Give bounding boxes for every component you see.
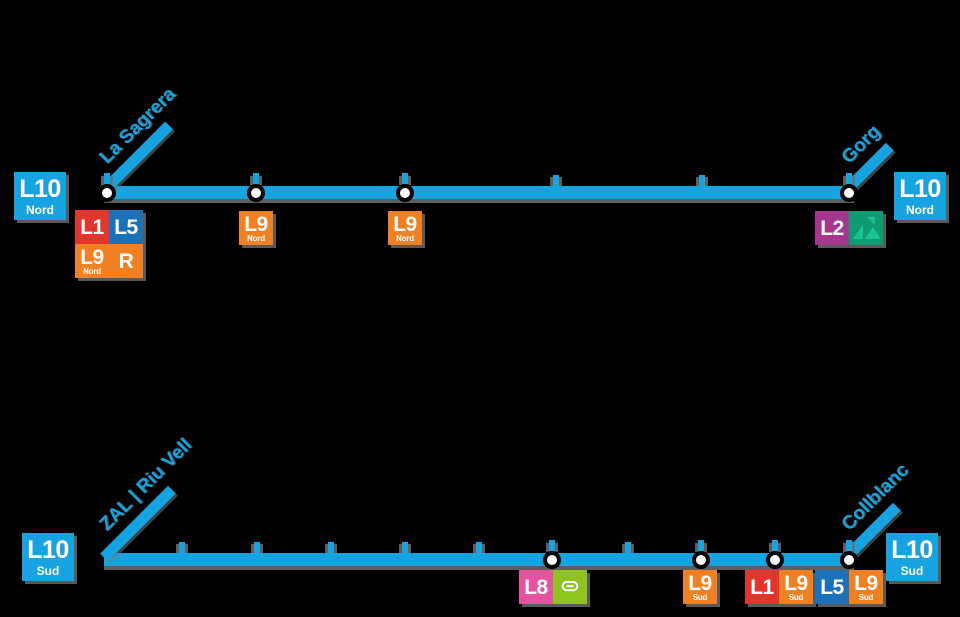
- interchange-station-gorg[interactable]: [840, 184, 858, 202]
- terminus-suffix: Nord: [906, 202, 934, 217]
- stop-stem: [549, 540, 555, 551]
- connection-chip-l2[interactable]: L2: [815, 211, 849, 245]
- minor-station-sud-4[interactable]: [402, 542, 408, 559]
- connection-chip-l9-sud[interactable]: L9 Sud: [779, 570, 813, 604]
- chip-suffix: Sud: [692, 592, 708, 602]
- connection-chip-l9-nord[interactable]: L9 Nord: [388, 211, 422, 245]
- interchange-station-la-sagrera[interactable]: [98, 184, 116, 202]
- interchange-station-sud-1[interactable]: [543, 551, 561, 569]
- connections-gorg: L2: [815, 211, 883, 245]
- chip-label: L9: [784, 571, 808, 595]
- connection-chip-l1[interactable]: L1: [75, 210, 109, 244]
- stop-stem: [698, 540, 704, 551]
- connection-chip-l9-nord[interactable]: L9 Nord: [239, 211, 273, 245]
- connection-chip-l1[interactable]: L1: [745, 570, 779, 604]
- interchange-station-sud-2[interactable]: [692, 551, 710, 569]
- terminus-suffix: Nord: [26, 202, 54, 217]
- connection-chip-l5[interactable]: L5: [109, 210, 143, 244]
- connections-nord-3: L9 Nord: [388, 211, 422, 245]
- minor-station-nord-1[interactable]: [553, 175, 559, 192]
- chip-label: L9: [80, 245, 104, 269]
- interchange-station-nord-2[interactable]: [247, 184, 265, 202]
- chip-suffix: Sud: [858, 592, 874, 602]
- chip-label: L1: [750, 575, 774, 599]
- terminus-badge-nord-left[interactable]: L10 Nord: [14, 172, 66, 220]
- terminus-number: L10: [27, 535, 69, 564]
- chip-suffix: Nord: [247, 233, 265, 243]
- terminus-suffix: Sud: [900, 563, 924, 578]
- chip-label: L5: [114, 215, 138, 239]
- terminus-suffix: Sud: [36, 563, 60, 578]
- track-shadow-sud: [104, 566, 854, 570]
- connections-collblanc: L5 L9 Sud: [815, 570, 883, 604]
- chip-label: L8: [524, 575, 548, 599]
- chip-suffix: Nord: [396, 233, 414, 243]
- chip-suffix: Nord: [83, 266, 101, 276]
- chip-label: L5: [820, 575, 844, 599]
- stop-stem: [104, 173, 110, 184]
- minor-station-nord-2[interactable]: [699, 175, 705, 192]
- connection-chip-fgc[interactable]: [553, 570, 587, 604]
- connection-chip-l9-sud[interactable]: L9 Sud: [683, 570, 717, 604]
- minor-station-sud-1[interactable]: [179, 542, 185, 559]
- minor-station-sud-5[interactable]: [476, 542, 482, 559]
- chip-label: L9: [854, 571, 878, 595]
- connections-la-sagrera: L1 L5 L9 Nord R: [75, 210, 143, 278]
- fgc-icon: [559, 576, 581, 598]
- tram-icon: [851, 213, 881, 243]
- stop-stem: [846, 173, 852, 184]
- chip-label: R: [118, 249, 134, 273]
- chip-label: L9: [393, 212, 417, 236]
- connections-nord-2: L9 Nord: [239, 211, 273, 245]
- connections-sud-3: L1 L9 Sud: [745, 570, 813, 604]
- connection-chip-l8[interactable]: L8: [519, 570, 553, 604]
- track-nord[interactable]: [104, 186, 854, 199]
- connections-sud-1: L8: [519, 570, 587, 604]
- terminus-number: L10: [899, 174, 941, 203]
- stop-stem: [253, 173, 259, 184]
- terminus-number: L10: [19, 174, 61, 203]
- track-sud[interactable]: [104, 553, 854, 566]
- connection-chip-l9-nord[interactable]: L9 Nord: [75, 244, 109, 278]
- chip-label: L9: [244, 212, 268, 236]
- terminus-badge-sud-right[interactable]: L10 Sud: [886, 533, 938, 581]
- minor-station-sud-2[interactable]: [254, 542, 260, 559]
- interchange-station-sud-3[interactable]: [766, 551, 784, 569]
- connection-chip-l5[interactable]: L5: [815, 570, 849, 604]
- connections-sud-2: L9 Sud: [683, 570, 717, 604]
- interchange-station-collblanc[interactable]: [840, 551, 858, 569]
- interchange-station-nord-3[interactable]: [396, 184, 414, 202]
- chip-label: L2: [820, 216, 844, 240]
- minor-station-sud-6[interactable]: [625, 542, 631, 559]
- stop-stem: [772, 540, 778, 551]
- stop-stem: [846, 540, 852, 551]
- connection-chip-rodalies[interactable]: R: [109, 244, 143, 278]
- connection-chip-l9-sud[interactable]: L9 Sud: [849, 570, 883, 604]
- chip-label: L9: [688, 571, 712, 595]
- chip-label: L1: [80, 215, 104, 239]
- terminus-badge-nord-right[interactable]: L10 Nord: [894, 172, 946, 220]
- stop-stem: [402, 173, 408, 184]
- terminus-badge-sud-left[interactable]: L10 Sud: [22, 533, 74, 581]
- terminus-number: L10: [891, 535, 933, 564]
- chip-suffix: Sud: [788, 592, 804, 602]
- minor-station-sud-3[interactable]: [328, 542, 334, 559]
- track-shadow-nord: [104, 199, 854, 203]
- connection-chip-tram[interactable]: [849, 211, 883, 245]
